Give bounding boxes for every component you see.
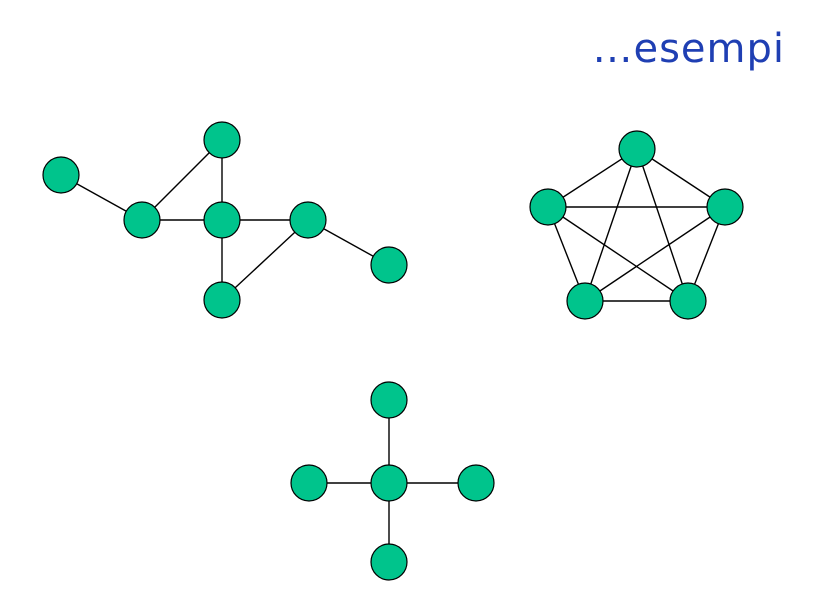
graph-star [290,381,495,581]
graph-node [618,130,656,168]
graph-node [370,246,408,284]
graph-node [370,543,408,581]
graph-node [669,282,707,320]
graph-node [289,201,327,239]
graph-edge [584,206,726,302]
graph-edge [547,206,689,302]
graph-irregular [42,121,408,319]
graph-node [370,464,408,502]
slide-title: …esempi [592,26,785,72]
graph-edge [636,148,689,302]
graph-node [457,464,495,502]
graph-complete-k5 [529,130,744,320]
graph-node [42,156,80,194]
graph-node [706,188,744,226]
graph-node [370,381,408,419]
graph-edge [584,148,638,302]
graph-node [203,201,241,239]
graph-edge [221,219,309,301]
graph-node [123,201,161,239]
graph-node [203,281,241,319]
graph-node [566,282,604,320]
graph-node [203,121,241,159]
graph-node [529,188,567,226]
graph-node [290,464,328,502]
graph-edge [141,139,223,221]
